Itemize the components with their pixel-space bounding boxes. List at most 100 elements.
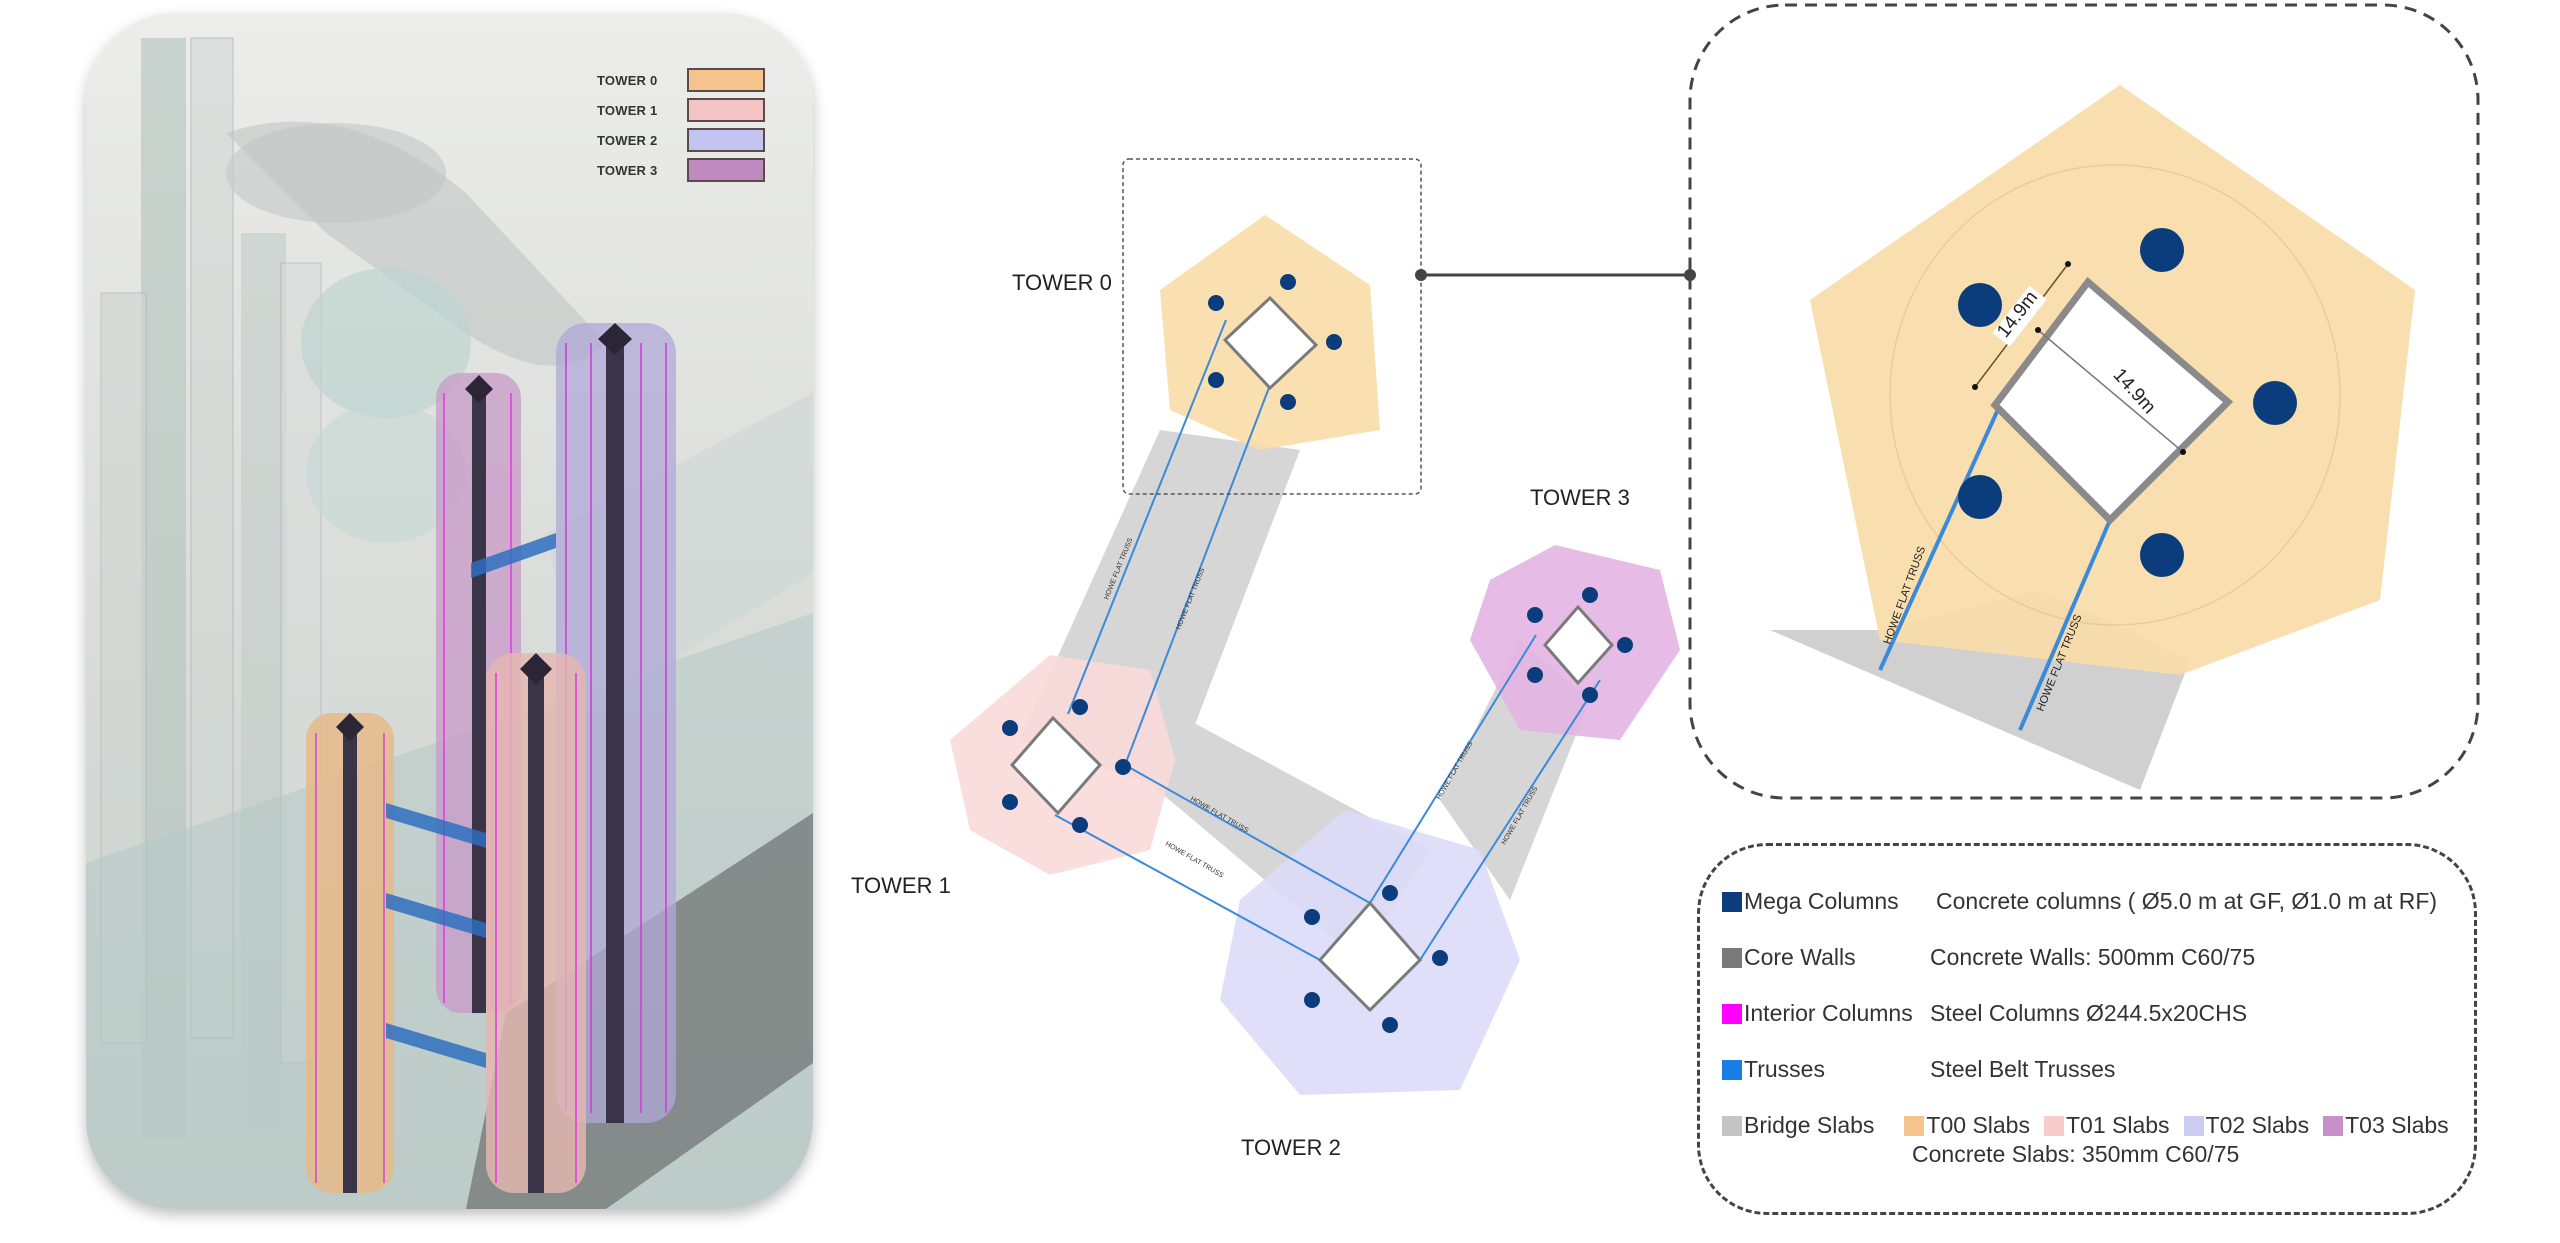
mega-column <box>1304 992 1320 1008</box>
tower-legend-swatch <box>687 68 765 92</box>
tower-legend-swatch <box>687 128 765 152</box>
truss-label: HOWE FLAT TRUSS <box>1164 841 1225 880</box>
truss-line <box>1124 384 1271 766</box>
3d-render-panel: TOWER 0 TOWER 1 TOWER 2 TOWER 3 <box>86 13 813 1209</box>
tower-legend-label: TOWER 1 <box>597 102 658 118</box>
tower-legend-swatch <box>687 98 765 122</box>
mega-column <box>1382 885 1398 901</box>
mega-column <box>1072 699 1088 715</box>
legend-item-desc: Steel Belt Trusses <box>1930 1056 2116 1082</box>
tower-3-label: TOWER 3 <box>1530 485 1630 510</box>
legend-row-mega-columns: Mega Columns <box>1722 888 1899 915</box>
legend-item-name: Trusses <box>1744 1056 1825 1082</box>
legend-item-name: Bridge Slabs <box>1744 1112 1875 1138</box>
legend-slabs-desc: Concrete Slabs: 350mm C60/75 <box>1912 1141 2240 1167</box>
legend-slab-t03: T03 Slabs <box>2323 1112 2449 1139</box>
mega-column <box>1582 687 1598 703</box>
detail-panel-border <box>1688 3 2480 800</box>
mega-column <box>1208 295 1224 311</box>
tower-legend-swatch <box>687 158 765 182</box>
core-wall-tower-1 <box>1009 715 1103 816</box>
mega-column <box>1527 667 1543 683</box>
3d-render-illustration <box>86 37 813 1209</box>
legend-swatch <box>1904 1115 1925 1136</box>
legend-item-name: Core Walls <box>1744 944 1856 970</box>
detail-mega-column <box>1958 475 2002 519</box>
legend-slab-t00: T00 Slabs <box>1904 1112 2030 1139</box>
tower-legend-row: TOWER 1 <box>597 95 765 125</box>
core-walls <box>1009 295 1615 1013</box>
legend-swatch <box>1722 891 1742 912</box>
tower-legend-row: TOWER 0 <box>597 65 765 95</box>
legend-swatch <box>2183 1115 2204 1136</box>
legend-row-trusses: Trusses <box>1722 1056 1825 1083</box>
mega-column <box>1582 587 1598 603</box>
truss-line <box>1067 319 1227 715</box>
detail-mega-column <box>2140 533 2184 577</box>
core-wall-tower-2 <box>1317 900 1423 1013</box>
detail-core-wall <box>1990 276 2234 525</box>
detail-mega-column <box>2140 228 2184 272</box>
legend-slab-name: T03 Slabs <box>2345 1112 2449 1138</box>
core-wall-tower-3 <box>1543 604 1615 686</box>
mega-column <box>1382 1017 1398 1033</box>
detail-mega-column <box>2253 381 2297 425</box>
legend-slab-name: T00 Slabs <box>1926 1112 2030 1138</box>
legend-swatch <box>1722 947 1742 968</box>
legend-row-slabs: Bridge Slabs T00 Slabs T01 Slabs T02 Sla… <box>1722 1112 2463 1139</box>
tower-1-label: TOWER 1 <box>851 873 951 898</box>
legend-swatch <box>1722 1059 1742 1080</box>
detail-truss <box>2018 519 2112 731</box>
legend-item-desc: Concrete columns ( Ø5.0 m at GF, Ø1.0 m … <box>1936 888 2438 914</box>
legend-slab-t02: T02 Slabs <box>2183 1112 2310 1139</box>
dimension-line <box>2037 329 2184 453</box>
mega-column <box>1002 720 1018 736</box>
tower-0-detail: 14.9m 14.9m HOWE FLAT TRUSS HOWE FLAT TR… <box>1688 3 2480 800</box>
detail-callout-box <box>1122 158 1422 495</box>
tower-legend-row: TOWER 2 <box>597 125 765 155</box>
connector-endpoint <box>1684 269 1696 281</box>
mega-column <box>1527 607 1543 623</box>
legend-swatch <box>1722 1003 1742 1024</box>
mega-column <box>1072 817 1088 833</box>
connector-endpoint <box>1415 269 1427 281</box>
mega-column <box>1280 394 1296 410</box>
core-wall-tower-0 <box>1222 295 1319 391</box>
materials-legend: Mega Columns Concrete columns ( Ø5.0 m a… <box>1697 843 2477 1215</box>
legend-slab-name: T01 Slabs <box>2065 1112 2170 1138</box>
legend-item-desc: Steel Columns Ø244.5x20CHS <box>1930 1000 2248 1026</box>
mega-column <box>1326 334 1342 350</box>
legend-swatch <box>1722 1115 1742 1136</box>
mega-column <box>1304 909 1320 925</box>
tower-legend-label: TOWER 0 <box>597 72 658 88</box>
tower-color-legend: TOWER 0 TOWER 1 TOWER 2 TOWER 3 <box>597 65 765 185</box>
mega-column <box>1208 372 1224 388</box>
mega-column <box>1617 637 1633 653</box>
truss-line <box>1054 814 1321 961</box>
legend-swatch <box>2043 1115 2064 1136</box>
tower-legend-label: TOWER 2 <box>597 132 658 148</box>
mega-column <box>1432 950 1448 966</box>
tower-0-label: TOWER 0 <box>1012 270 1112 295</box>
mega-column <box>1115 759 1131 775</box>
mega-columns <box>1002 274 1633 1033</box>
tower-2-label: TOWER 2 <box>1241 1135 1341 1160</box>
legend-item-name: Mega Columns <box>1744 888 1899 914</box>
legend-item-desc: Concrete Walls: 500mm C60/75 <box>1930 944 2256 970</box>
mega-column <box>1002 794 1018 810</box>
legend-swatch <box>2323 1115 2344 1136</box>
legend-row-core-walls: Core Walls <box>1722 944 1856 971</box>
mega-column <box>1280 274 1296 290</box>
legend-slab-t01: T01 Slabs <box>2043 1112 2170 1139</box>
tower-legend-row: TOWER 3 <box>597 155 765 185</box>
legend-slab-name: T02 Slabs <box>2205 1112 2310 1138</box>
tower-legend-label: TOWER 3 <box>597 162 658 178</box>
detail-truss <box>1878 404 2002 671</box>
trusses <box>1054 319 1601 961</box>
detail-mega-column <box>1958 283 2002 327</box>
legend-row-interior-columns: Interior Columns <box>1722 1000 1913 1027</box>
truss-line <box>1124 764 1371 904</box>
truss-line <box>1419 679 1601 961</box>
legend-item-name: Interior Columns <box>1744 1000 1913 1026</box>
